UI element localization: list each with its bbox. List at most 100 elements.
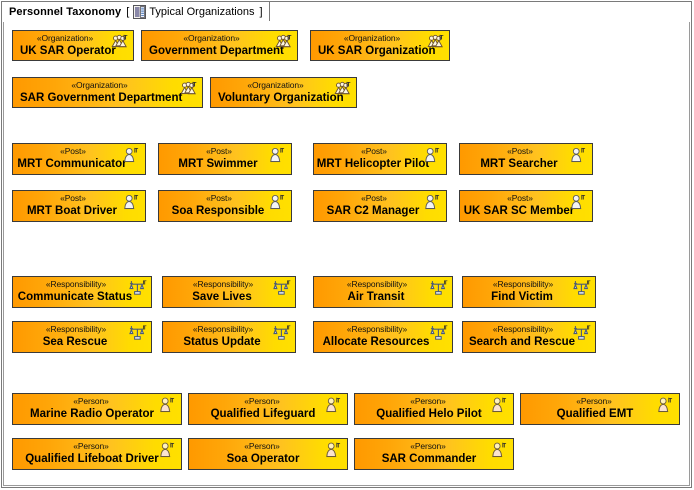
node-label: Air Transit xyxy=(347,291,405,303)
node-label: Find Victim xyxy=(491,291,553,303)
node-stereotype: «Organization» xyxy=(343,33,401,43)
node-stereotype: «Post» xyxy=(206,146,232,156)
svg-text:T: T xyxy=(440,35,444,42)
post-person-icon: T xyxy=(424,147,441,165)
svg-text:T: T xyxy=(287,325,291,331)
node-label: SAR Government Department xyxy=(20,92,183,104)
bracket-open: [ xyxy=(126,5,130,18)
node-label: Soa Operator xyxy=(226,453,300,465)
node-stereotype: «Responsibility» xyxy=(45,279,107,289)
svg-text:T: T xyxy=(587,280,591,286)
node-stereotype: «Responsibility» xyxy=(492,279,554,289)
svg-text:T: T xyxy=(336,442,340,449)
post-person-icon: T xyxy=(123,194,140,212)
node-stereotype: «Responsibility» xyxy=(346,324,408,334)
svg-text:T: T xyxy=(288,35,292,42)
node-stereotype: «Responsibility» xyxy=(192,324,254,334)
organization-group-icon: T xyxy=(111,34,128,52)
node-stereotype: «Person» xyxy=(244,441,280,451)
node-label: Status Update xyxy=(183,336,261,348)
post-person-icon: T xyxy=(269,194,286,212)
node-stereotype: «Post» xyxy=(60,193,86,203)
node-stereotype: «Person» xyxy=(73,396,109,406)
node-persons-5[interactable]: «Person» Soa Operator T xyxy=(188,438,348,470)
svg-text:T: T xyxy=(280,195,284,202)
svg-text:T: T xyxy=(435,148,439,155)
svg-text:T: T xyxy=(134,148,138,155)
node-posts-5[interactable]: «Post» Soa Responsible T xyxy=(158,190,292,222)
node-stereotype: «Organization» xyxy=(183,33,240,43)
organization-group-icon: T xyxy=(275,34,292,52)
scales-balance-icon: T xyxy=(273,325,291,343)
node-responsibilities-5[interactable]: «Responsibility» Status Update T xyxy=(162,321,296,353)
node-label: Marine Radio Operator xyxy=(30,408,154,420)
person-icon: T xyxy=(657,397,674,415)
svg-text:T: T xyxy=(581,195,585,202)
svg-text:T: T xyxy=(124,35,128,42)
node-label: Soa Responsible xyxy=(171,205,265,217)
svg-text:T: T xyxy=(581,148,585,155)
node-persons-2[interactable]: «Person» Qualified Helo Pilot T xyxy=(354,393,514,425)
scales-balance-icon: T xyxy=(430,280,448,298)
organization-group-icon: T xyxy=(180,81,197,99)
svg-text:T: T xyxy=(336,397,340,404)
svg-text:T: T xyxy=(193,82,197,89)
svg-text:T: T xyxy=(502,397,506,404)
post-person-icon: T xyxy=(269,147,286,165)
node-label: Allocate Resources xyxy=(322,336,430,348)
node-label: Qualified Lifeguard xyxy=(210,408,316,420)
node-label: Voluntary Organization xyxy=(218,92,344,104)
node-stereotype: «Person» xyxy=(410,441,446,451)
node-stereotype: «Post» xyxy=(206,193,232,203)
node-stereotype: «Responsibility» xyxy=(492,324,554,334)
node-stereotype: «Responsibility» xyxy=(346,279,408,289)
svg-text:T: T xyxy=(444,325,448,331)
node-label: Qualified Helo Pilot xyxy=(376,408,482,420)
node-responsibilities-2[interactable]: «Responsibility» Air Transit T xyxy=(313,276,453,308)
person-icon: T xyxy=(325,442,342,460)
svg-text:T: T xyxy=(170,442,174,449)
node-organizations-3[interactable]: «Organization» SAR Government Department T xyxy=(12,77,203,108)
node-label: UK SAR SC Member xyxy=(463,205,575,217)
person-icon: T xyxy=(159,442,176,460)
node-responsibilities-6[interactable]: «Responsibility» Allocate Resources T xyxy=(313,321,453,353)
node-stereotype: «Responsibility» xyxy=(192,279,254,289)
person-icon: T xyxy=(159,397,176,415)
node-stereotype: «Post» xyxy=(60,146,86,156)
organization-group-icon: T xyxy=(334,81,351,99)
node-label: Search and Rescue xyxy=(468,336,576,348)
node-stereotype: «Organization» xyxy=(36,33,94,43)
post-person-icon: T xyxy=(570,194,587,212)
node-responsibilities-3[interactable]: «Responsibility» Find Victim T xyxy=(462,276,596,308)
svg-text:T: T xyxy=(347,82,351,89)
node-stereotype: «Organization» xyxy=(71,80,128,90)
node-label: SAR C2 Manager xyxy=(326,205,420,217)
node-persons-0[interactable]: «Person» Marine Radio Operator T xyxy=(12,393,182,425)
person-icon: T xyxy=(325,397,342,415)
svg-text:T: T xyxy=(170,397,174,404)
diagram-title-tab[interactable]: Personnel Taxonomy [ xyxy=(1,1,270,21)
scales-balance-icon: T xyxy=(273,280,291,298)
svg-text:T: T xyxy=(280,148,284,155)
node-stereotype: «Person» xyxy=(410,396,446,406)
svg-text:T: T xyxy=(134,195,138,202)
